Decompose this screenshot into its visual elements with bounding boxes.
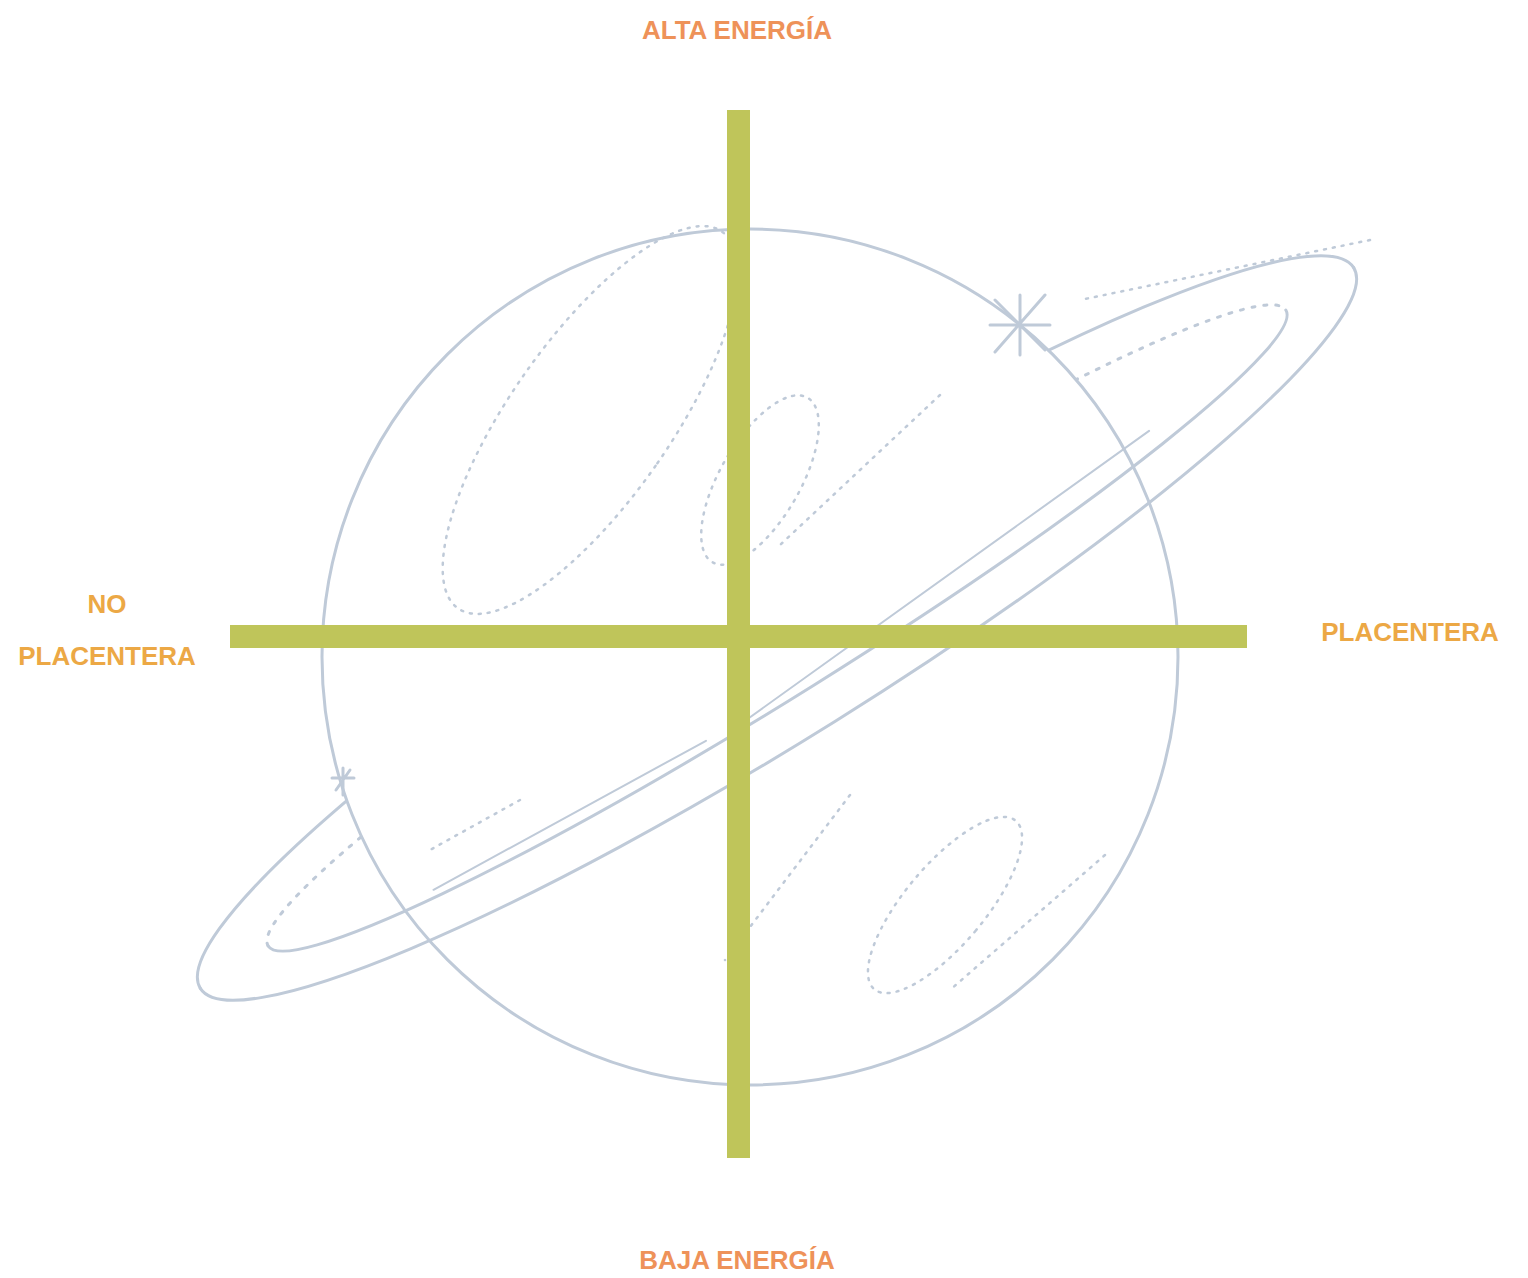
quadrant-axes (230, 110, 1247, 1158)
axis-label: NO PLACENTERA (9, 578, 205, 682)
axis-label: BAJA ENERGÍA (577, 1243, 897, 1277)
axis-label: PLACENTERA (1305, 615, 1515, 649)
planet-spots (393, 186, 1370, 1015)
star-symbol (332, 295, 1050, 795)
axis-label: ALTA ENERGÍA (577, 13, 897, 47)
ring-front (200, 268, 1412, 1082)
